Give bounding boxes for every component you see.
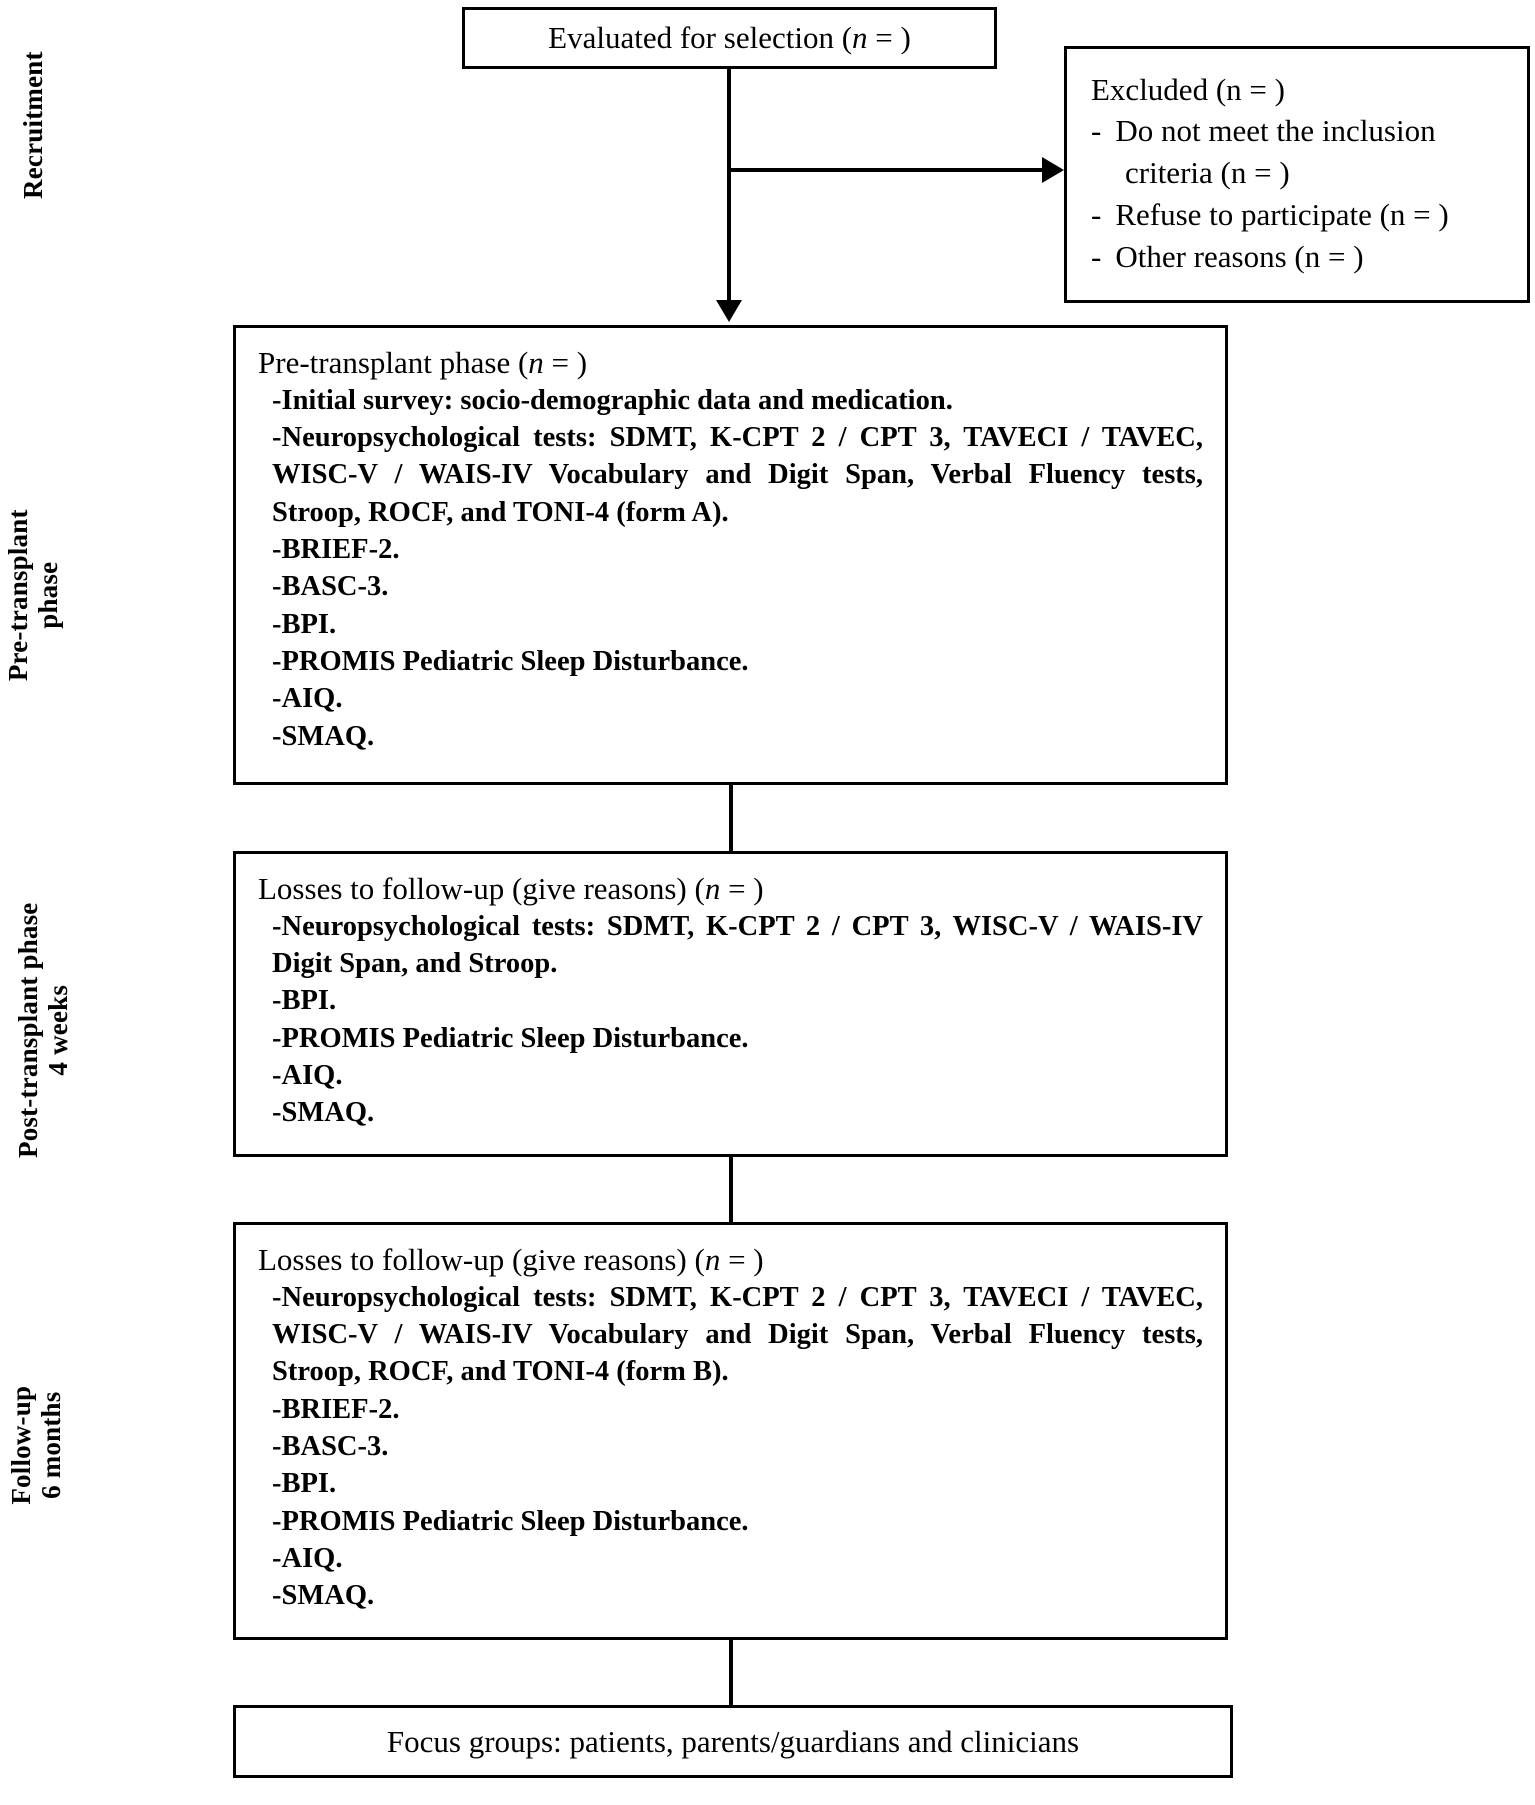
list-item: -PROMIS Pediatric Sleep Disturbance.	[272, 1022, 749, 1054]
node-title-prefix: Losses to follow-up (give reasons) (	[258, 871, 705, 906]
list-item-suffix: = )	[1320, 239, 1364, 275]
list-item: -Neuropsychological tests: SDMT, K-CPT 2…	[272, 422, 1203, 528]
n-italic: n	[704, 1242, 721, 1277]
list-item: -Initial survey: socio-demographic data …	[272, 384, 953, 416]
post-transplant-task-list: -Neuropsychological tests: SDMT, K-CPT 2…	[258, 908, 1203, 1132]
excluded-reason-list: -Do not meet the inclusion criteria (n =…	[1091, 110, 1507, 279]
list-item: -Neuropsychological tests: SDMT, K-CPT 2…	[272, 1281, 1203, 1388]
node-evaluated-for-selection: Evaluated for selection (n = )	[462, 7, 997, 69]
dash-marker: -	[1091, 197, 1102, 233]
arrow-head-to-excluded	[1042, 157, 1064, 183]
node-focus-groups: Focus groups: patients, parents/guardian…	[233, 1705, 1233, 1778]
node-post-transplant-phase: Losses to follow-up (give reasons) (n = …	[233, 851, 1228, 1157]
list-item: -SMAQ.	[272, 1580, 375, 1612]
node-title: Evaluated for selection (n = )	[548, 19, 911, 57]
dash-marker: -	[1091, 112, 1102, 148]
node-excluded: Excluded (n = ) -Do not meet the inclusi…	[1064, 46, 1530, 303]
list-item: -AIQ.	[272, 1060, 343, 1092]
rail-label-follow-up: Follow-up 6 months	[6, 1345, 66, 1545]
list-item: -BRIEF-2.	[272, 534, 400, 566]
list-item-suffix: = )	[1405, 197, 1449, 233]
list-item: -AIQ.	[272, 1543, 343, 1575]
n-italic: n	[1389, 197, 1406, 233]
connector-post-to-followup	[729, 1157, 733, 1222]
list-item: -PROMIS Pediatric Sleep Disturbance.	[272, 1505, 749, 1537]
list-item: -Neuropsychological tests: SDMT, K-CPT 2…	[272, 910, 1203, 980]
node-title-prefix: Pre-transplant phase (	[258, 345, 529, 380]
follow-up-task-list: -Neuropsychological tests: SDMT, K-CPT 2…	[258, 1279, 1203, 1615]
node-title-suffix: = )	[1241, 72, 1285, 107]
rail-label-line: 4 weeks	[43, 984, 73, 1076]
node-title-suffix: = )	[720, 1242, 764, 1277]
node-title: Excluded (n = )	[1091, 71, 1507, 110]
list-item: -SMAQ.	[272, 1097, 375, 1129]
dash-marker: -	[1091, 239, 1102, 275]
list-item: -BASC-3.	[272, 571, 389, 603]
node-title: Pre-transplant phase (n = )	[258, 344, 1203, 382]
list-item: -Refuse to participate (n = )	[1091, 194, 1507, 236]
list-item: -BASC-3.	[272, 1431, 389, 1463]
list-item: -AIQ.	[272, 683, 343, 715]
rail-label-line: 6 months	[36, 1391, 66, 1499]
rail-label-line: Recruitment	[17, 51, 48, 199]
list-item-text: Refuse to participate (	[1115, 197, 1390, 233]
list-item-text: Other reasons (	[1115, 239, 1305, 275]
list-item: -PROMIS Pediatric Sleep Disturbance.	[272, 646, 749, 678]
n-italic: n	[528, 345, 544, 380]
n-italic: n	[1226, 72, 1242, 107]
node-title: Focus groups: patients, parents/guardian…	[386, 1723, 1080, 1759]
node-title-prefix: Excluded (	[1091, 72, 1227, 107]
rail-label-line: Post-transplant phase	[12, 902, 43, 1158]
node-title-suffix: = )	[720, 871, 764, 906]
n-italic: n	[704, 871, 721, 906]
node-pre-transplant-phase: Pre-transplant phase (n = ) -Initial sur…	[233, 325, 1228, 785]
rail-label-line: Follow-up	[5, 1385, 36, 1505]
node-title-prefix: Evaluated for selection (	[548, 20, 853, 56]
list-item: -BPI.	[272, 1468, 337, 1500]
connector-to-excluded	[727, 168, 1042, 172]
n-italic: n	[852, 20, 868, 56]
list-item: -BRIEF-2.	[272, 1393, 400, 1425]
connector-pre-to-post	[729, 785, 733, 851]
rail-label-recruitment: Recruitment	[18, 30, 48, 220]
list-item: -Do not meet the inclusion criteria (n =…	[1091, 110, 1507, 194]
arrow-head-to-pre-transplant	[716, 300, 742, 322]
connector-evaluated-down	[727, 69, 731, 304]
node-follow-up-phase: Losses to follow-up (give reasons) (n = …	[233, 1222, 1228, 1640]
node-title: Losses to follow-up (give reasons) (n = …	[258, 1241, 1203, 1279]
rail-label-pre-transplant: Pre-transplant phase	[3, 485, 63, 705]
rail-label-line: phase	[33, 561, 63, 629]
rail-label-post-transplant: Post-transplant phase 4 weeks	[13, 870, 73, 1190]
n-italic: n	[1304, 239, 1321, 275]
node-title: Losses to follow-up (give reasons) (n = …	[258, 870, 1203, 908]
list-item: -BPI.	[272, 985, 337, 1017]
node-title-suffix: = )	[543, 345, 588, 380]
list-item: -Other reasons (n = )	[1091, 236, 1507, 278]
n-italic: n	[1230, 154, 1247, 190]
list-item: -SMAQ.	[272, 720, 375, 752]
list-item-suffix: = )	[1246, 154, 1290, 190]
node-title-suffix: = )	[867, 20, 911, 56]
node-title-prefix: Losses to follow-up (give reasons) (	[258, 1242, 705, 1277]
rail-label-line: Pre-transplant	[2, 509, 33, 682]
list-item: -BPI.	[272, 608, 337, 640]
list-item-text: Do not meet the inclusion criteria (	[1115, 112, 1436, 190]
pre-transplant-task-list: -Initial survey: socio-demographic data …	[258, 382, 1203, 755]
connector-followup-to-focus	[729, 1640, 733, 1705]
